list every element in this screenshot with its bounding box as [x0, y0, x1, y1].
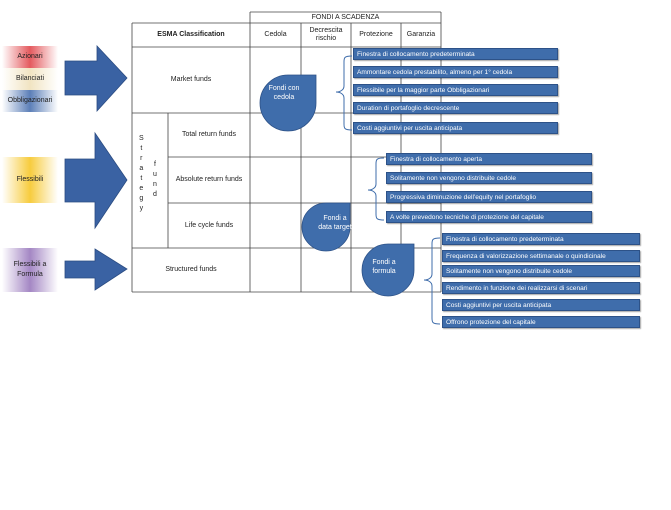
callout-bubble-target	[301, 202, 351, 252]
row-market-funds: Market funds	[170, 76, 212, 83]
callout-bubble-formula	[361, 243, 415, 297]
header-garanzia: Garanzia	[406, 31, 436, 38]
header-decrescita-rischio: Decrescita rischio	[309, 27, 343, 42]
feature-cedola-item: Flessibile per la maggior parte Obbligaz…	[353, 84, 558, 96]
arrow-right-icon	[64, 131, 128, 230]
strategy-letter: t	[140, 145, 143, 152]
strategy-letter: e	[139, 185, 144, 192]
fund-letter: n	[153, 181, 157, 188]
feature-formula-item: Solitamente non vengono distribuite cedo…	[442, 265, 640, 277]
row-absolute-return-funds: Absolute return funds	[175, 176, 243, 183]
fund-letter: f	[153, 161, 156, 168]
callout-label-data-target: Fondi a data target	[318, 215, 352, 231]
feature-target-item: Progressiva diminuzione dell'equity nel …	[386, 191, 592, 203]
callout-label-formula: Fondi a formula	[372, 259, 396, 275]
fund-vertical-label: f u n d	[153, 160, 157, 200]
category-obbligazionari: Obbligazionari	[2, 90, 58, 112]
feature-formula-item: Finestra di collocamento predeterminata	[442, 233, 640, 245]
strategy-letter: r	[140, 155, 143, 162]
callout-bubble-cedola	[259, 74, 317, 132]
feature-cedola-item: Costi aggiuntivi per uscita anticipata	[353, 122, 558, 134]
category-flessibili-a-formula: Flessibili a Formula	[2, 248, 58, 292]
row-life-cycle-funds: Life cycle funds	[184, 221, 234, 229]
strategy-letter: a	[139, 165, 144, 172]
header-cedola: Cedola	[264, 31, 287, 38]
callout-label-cedola: Fondi con cedola	[268, 85, 300, 101]
row-total-return-funds: Total return funds	[181, 131, 237, 138]
category-flessibili: Flessibili	[2, 157, 58, 203]
fund-letter: d	[153, 191, 157, 198]
feature-formula-item: Costi aggiuntivi per uscita anticipata	[442, 299, 640, 311]
strategy-letter: y	[139, 205, 144, 212]
strategy-letter: g	[139, 195, 144, 202]
header-protezione: Protezione	[359, 31, 393, 38]
row-structured-funds: Structured funds	[165, 266, 217, 273]
strategy-vertical-label: S t r a t e g y	[139, 134, 144, 214]
header-fondi-a-scadenza: FONDI A SCADENZA	[311, 13, 380, 21]
category-azionari: Azionari	[2, 46, 58, 68]
feature-formula-item: Frequenza di valorizzazione settimanale …	[442, 250, 640, 262]
feature-cedola-item: Duration di portafoglio decrescente	[353, 102, 558, 114]
arrow-right-icon	[64, 44, 128, 113]
arrow-right-icon	[64, 248, 128, 291]
header-esma-classification: ESMA Classification	[157, 31, 225, 38]
bracket-cedola	[335, 55, 353, 131]
feature-target-item: Solitamente non vengono distribuite cedo…	[386, 172, 592, 184]
bracket-target	[367, 157, 385, 221]
feature-formula-item: Rendimento in funzione dei realizzarsi d…	[442, 282, 640, 294]
feature-formula-item: Offrono protezione del capitale	[442, 316, 640, 328]
feature-cedola-item: Ammontare cedola prestabilito, almeno pe…	[353, 66, 558, 78]
fund-letter: u	[153, 171, 157, 178]
bracket-formula	[423, 237, 441, 325]
category-bilanciati: Bilanciati	[2, 68, 58, 90]
feature-cedola-item: Finestra di collocamento predeterminata	[353, 48, 558, 60]
feature-target-item: Finestra di collocamento aperta	[386, 153, 592, 165]
strategy-letter: S	[139, 135, 144, 142]
feature-target-item: A volte prevedono tecniche di protezione…	[386, 211, 592, 223]
strategy-letter: t	[140, 175, 143, 182]
